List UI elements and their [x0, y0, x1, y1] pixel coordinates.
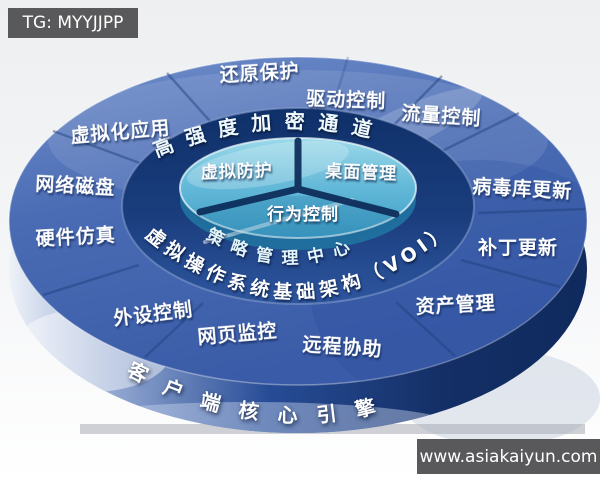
center-label-virtual-protection: 虚拟防护: [200, 160, 273, 183]
telegram-watermark-text: TG: MYYJJPP: [22, 13, 124, 33]
center-disc-labels: 虚拟防护 桌面管理 行为控制: [200, 160, 397, 225]
segment-divider: [387, 75, 443, 132]
ring-label-network-disk: 网络磁盘: [35, 172, 116, 199]
segment-divider: [42, 263, 140, 297]
website-watermark-badge: www.asiakaiyun.com: [417, 439, 600, 474]
telegram-watermark-badge: TG: MYYJJPP: [8, 8, 138, 38]
segment-divider: [477, 207, 586, 215]
center-disc-reflections: [187, 140, 398, 244]
segment-divider: [166, 72, 218, 130]
center-disc-divider: [196, 137, 400, 218]
ring-label-virus-db-update: 病毒库更新: [472, 174, 573, 202]
ring-label-patch-update: 补丁更新: [478, 236, 558, 259]
center-label-desktop-management: 桌面管理: [325, 161, 398, 184]
ring-label-remote-assistance: 远程协助: [302, 332, 383, 361]
segment-divider: [144, 302, 204, 358]
segment-divider: [395, 301, 456, 357]
ring-label-restore-protection: 还原保护: [218, 59, 300, 86]
segment-divider: [460, 258, 561, 289]
website-watermark-text: www.asiakaiyun.com: [419, 446, 598, 467]
segment-dividers: [42, 56, 586, 358]
ring-label-drive-control: 驱动控制: [306, 87, 387, 113]
center-label-behavior-control: 行为控制: [266, 204, 339, 225]
ring-label-traffic-control: 流量控制: [401, 101, 482, 130]
ring-label-asset-management: 资产管理: [415, 291, 496, 318]
segment-divider: [435, 111, 520, 156]
segment-divider: [52, 129, 146, 167]
ring-label-hardware-emulation: 硬件仿真: [35, 223, 116, 250]
